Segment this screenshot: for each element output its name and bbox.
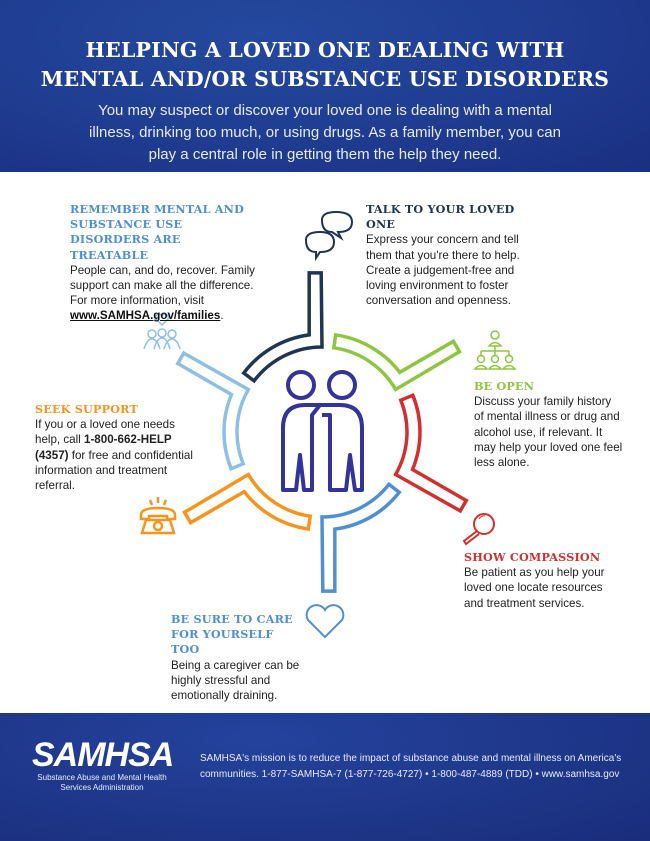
mission-statement: SAMHSA's mission is to reduce the impact…	[200, 753, 622, 780]
section-body: Discuss your family history of mental il…	[474, 395, 623, 470]
segment-talk	[241, 271, 324, 384]
phone-icon	[139, 497, 177, 535]
section-body: People can, and do, recover. Family supp…	[70, 263, 255, 324]
body-text-end: for free and confidential information an…	[35, 448, 193, 493]
section-seek-support: SEEK SUPPORT If you or a loved one needs…	[35, 402, 195, 493]
title-line-1: HELPING A LOVED ONE DEALING WITH	[85, 38, 565, 62]
helpline-number: 1-800-662-HELP (4357)	[35, 433, 172, 462]
logo-subtitle-1: Substance Abuse and Mental Health	[37, 773, 167, 782]
section-heading: SHOW COMPASSION	[464, 550, 601, 564]
section-body: Being a caregiver can be highly stressfu…	[171, 658, 300, 703]
segment-treatable	[175, 350, 251, 471]
segment-support	[182, 472, 313, 532]
body-end: .	[220, 309, 224, 323]
segment-open	[331, 332, 462, 392]
segment-compassion	[393, 393, 469, 514]
section-body: Be patient as you help your loved one lo…	[464, 566, 605, 610]
header-banner: HELPING A LOVED ONE DEALING WITH MENTAL …	[0, 0, 650, 172]
heading-line-1: BE SURE TO CARE	[171, 612, 293, 626]
segment-care	[320, 481, 402, 593]
section-heading: SEEK SUPPORT	[35, 402, 138, 416]
section-heading: BE OPEN	[474, 379, 535, 393]
two-people-figure-icon	[281, 370, 364, 492]
section-be-open: BE OPEN Discuss your family history of m…	[474, 379, 624, 470]
body-text: If you or a loved one needs help, call	[35, 418, 175, 447]
section-body: Express your concern and tell them that …	[366, 233, 520, 308]
logo-subtitle-2: Services Administration	[60, 783, 144, 792]
section-show-compassion: SHOW COMPASSION Be patient as you help y…	[464, 550, 624, 611]
body-text: People can, and do, recover. Family supp…	[70, 263, 255, 308]
heading-line-2: FOR YOURSELF TOO	[171, 627, 274, 657]
section-talk: TALK TO YOUR LOVED ONE Express your conc…	[366, 202, 536, 308]
intro-text: You may suspect or discover your loved o…	[89, 102, 561, 163]
people-heart-icon	[143, 313, 181, 350]
logo-wordmark: SAMHSA	[32, 736, 174, 774]
heart-icon	[305, 604, 345, 639]
section-treatable: REMEMBER MENTAL AND SUBSTANCE USE DISORD…	[70, 202, 255, 324]
samhsa-logo: SAMHSA Substance Abuse and Mental Health…	[32, 736, 174, 793]
section-heading: REMEMBER MENTAL AND SUBSTANCE USE DISORD…	[70, 202, 244, 262]
title-line-2: MENTAL AND/OR SUBSTANCE USE DISORDERS	[40, 67, 610, 91]
speech-bubbles-icon	[304, 210, 354, 262]
family-tree-icon	[473, 330, 517, 370]
section-body: If you or a loved one needs help, call 1…	[35, 417, 195, 493]
magnifier-icon	[462, 513, 495, 546]
page-title: HELPING A LOVED ONE DEALING WITH MENTAL …	[0, 36, 650, 94]
footer: SAMHSA Substance Abuse and Mental Health…	[0, 713, 650, 841]
families-link[interactable]: www.SAMHSA.gov/families	[70, 309, 221, 323]
section-heading: TALK TO YOUR LOVED ONE	[366, 202, 515, 232]
